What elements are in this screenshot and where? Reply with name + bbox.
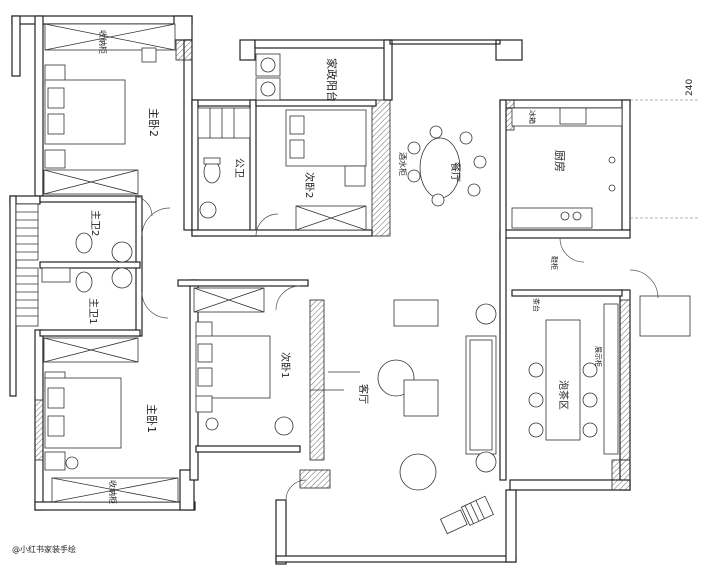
annot-storage-cabinet-bottom: 收纳柜 — [108, 480, 118, 504]
balcony-appliances — [255, 53, 281, 101]
kitchen-fixtures — [511, 107, 623, 229]
room-label-second-bedroom-2: 次卧2 — [303, 172, 316, 198]
room-label-living-room: 客厅 — [357, 384, 370, 404]
master-bedroom-1-furniture — [43, 337, 179, 503]
annot-storage-cabinet-top: 收纳柜 — [98, 30, 108, 54]
room-label-master-bedroom-1: 主卧1 — [145, 404, 158, 433]
second-bedroom-2-furniture — [285, 109, 367, 231]
room-label-dining: 餐厅 — [449, 162, 462, 182]
watermark: @小红书家装手绘 — [12, 544, 76, 554]
master-bath-fixtures — [41, 232, 133, 293]
living-room-furniture — [310, 299, 497, 491]
room-label-kitchen: 厨房 — [553, 150, 566, 172]
interior-walls — [39, 99, 623, 481]
lounge-chair — [439, 495, 494, 535]
room-label-household-balcony: 家政阳台 — [325, 58, 339, 102]
annot-shoe-cabinet: 鞋柜 — [550, 256, 559, 270]
room-label-second-bedroom-1: 次卧1 — [279, 352, 292, 378]
room-label-public-bathroom: 公卫 — [233, 158, 244, 178]
door-swings — [131, 195, 659, 501]
dimension-240: 240 — [685, 79, 695, 96]
annot-side-table: 茶台 — [532, 298, 541, 312]
dining-table — [407, 125, 487, 207]
room-label-master-bath-1: 主卫1 — [87, 298, 99, 324]
room-label-master-bath-2: 主卫2 — [89, 210, 101, 236]
tea-area-furniture — [528, 303, 619, 455]
master-bedroom-2-furniture — [43, 23, 176, 195]
left-shower-grids — [15, 203, 39, 327]
hatched-walls — [34, 39, 631, 491]
room-label-tea-area: 泡茶区 — [557, 380, 570, 410]
dimension-lines — [630, 99, 700, 337]
public-bathroom-fixtures — [197, 107, 251, 219]
annot-water-bar: 酒水柜 — [398, 152, 408, 176]
second-bedroom-1-furniture — [193, 287, 294, 436]
annot-display-cabinet: 展示柜 — [594, 346, 603, 367]
room-label-master-bedroom-2: 主卧2 — [147, 108, 160, 137]
annot-kitchen-small: 冰箱 — [528, 110, 537, 124]
